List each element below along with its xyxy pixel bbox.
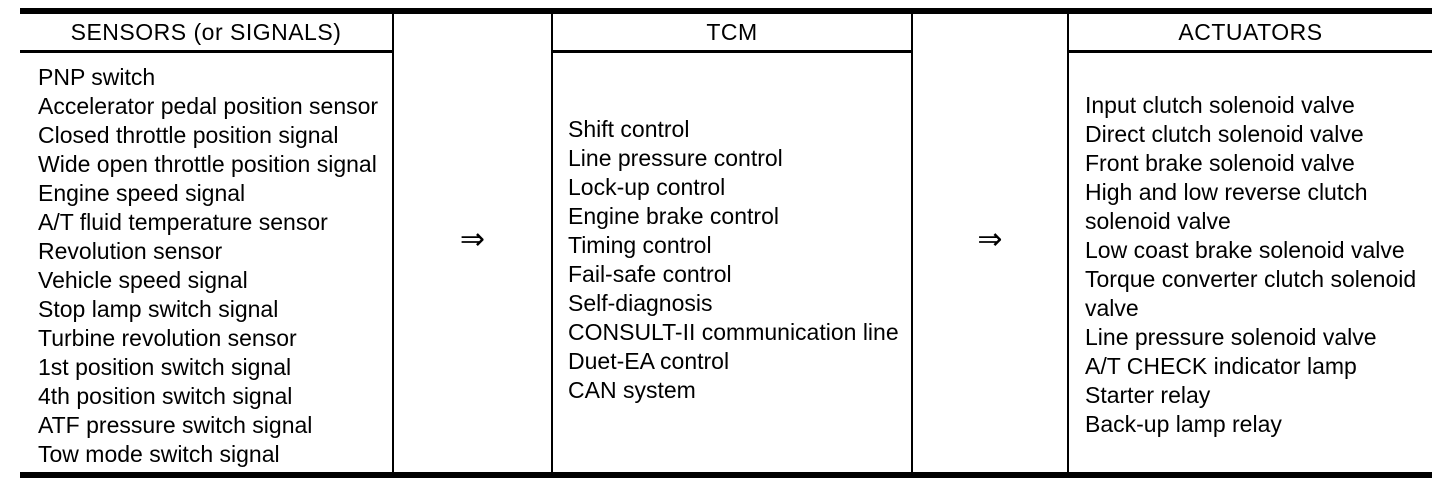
tcm-column-header: TCM (553, 14, 911, 53)
sensors-header-label: SENSORS (or SIGNALS) (70, 18, 342, 45)
list-item: 1st position switch signal (38, 354, 292, 380)
list-item: Revolution sensor (38, 238, 223, 264)
list-item: Fail-safe control (568, 260, 732, 287)
list-item: PNP switch (38, 64, 156, 90)
list-item: Lock-up control (568, 173, 726, 200)
list-item: Engine brake control (568, 202, 779, 229)
list-item: Torque converter clutch solenoid valve (1085, 265, 1417, 321)
list-item: Back-up lamp relay (1085, 410, 1282, 437)
list-item: Low coast brake solenoid valve (1085, 236, 1405, 263)
list-item: Line pressure solenoid valve (1085, 323, 1377, 350)
list-item: Shift control (568, 115, 690, 142)
flow-cell-tcm-to-actuators: ⇒ (913, 14, 1067, 472)
list-item: Stop lamp switch signal (38, 296, 279, 322)
list-item: Closed throttle position signal (38, 122, 339, 148)
list-item: Accelerator pedal position sensor (38, 93, 379, 119)
list-item: A/T fluid temperature sensor (38, 209, 328, 235)
list-item: CONSULT-II communication line (568, 318, 899, 345)
list-item: Self-diagnosis (568, 289, 713, 316)
list-item: High and low reverse clutch solenoid val… (1085, 178, 1368, 234)
list-item: Engine speed signal (38, 180, 246, 206)
list-item: Direct clutch solenoid valve (1085, 120, 1364, 147)
list-item: Turbine revolution sensor (38, 325, 297, 351)
list-item: Wide open throttle position signal (38, 151, 377, 177)
sensors-column-header: SENSORS (or SIGNALS) (20, 14, 392, 53)
list-item: 4th position switch signal (38, 383, 293, 409)
list-item: Duet-EA control (568, 347, 730, 374)
arrow-right-icon: ⇒ (977, 223, 1003, 256)
list-item: A/T CHECK indicator lamp (1085, 352, 1357, 379)
list-item: Tow mode switch signal (38, 441, 280, 467)
tcm-header-label: TCM (706, 18, 758, 45)
list-item: Vehicle speed signal (38, 267, 248, 293)
arrow-right-icon: ⇒ (459, 223, 486, 256)
list-item: Starter relay (1085, 381, 1211, 408)
actuators-column-header: ACTUATORS (1069, 14, 1432, 53)
actuators-header-label: ACTUATORS (1178, 18, 1323, 45)
flow-cell-sensors-to-tcm: ⇒ (394, 14, 551, 472)
list-item: Front brake solenoid valve (1085, 149, 1355, 176)
list-item: CAN system (568, 376, 696, 403)
list-item: Input clutch solenoid valve (1085, 91, 1355, 118)
list-item: Line pressure control (568, 144, 783, 171)
list-item: ATF pressure switch signal (38, 412, 313, 438)
list-item: Timing control (568, 231, 712, 258)
